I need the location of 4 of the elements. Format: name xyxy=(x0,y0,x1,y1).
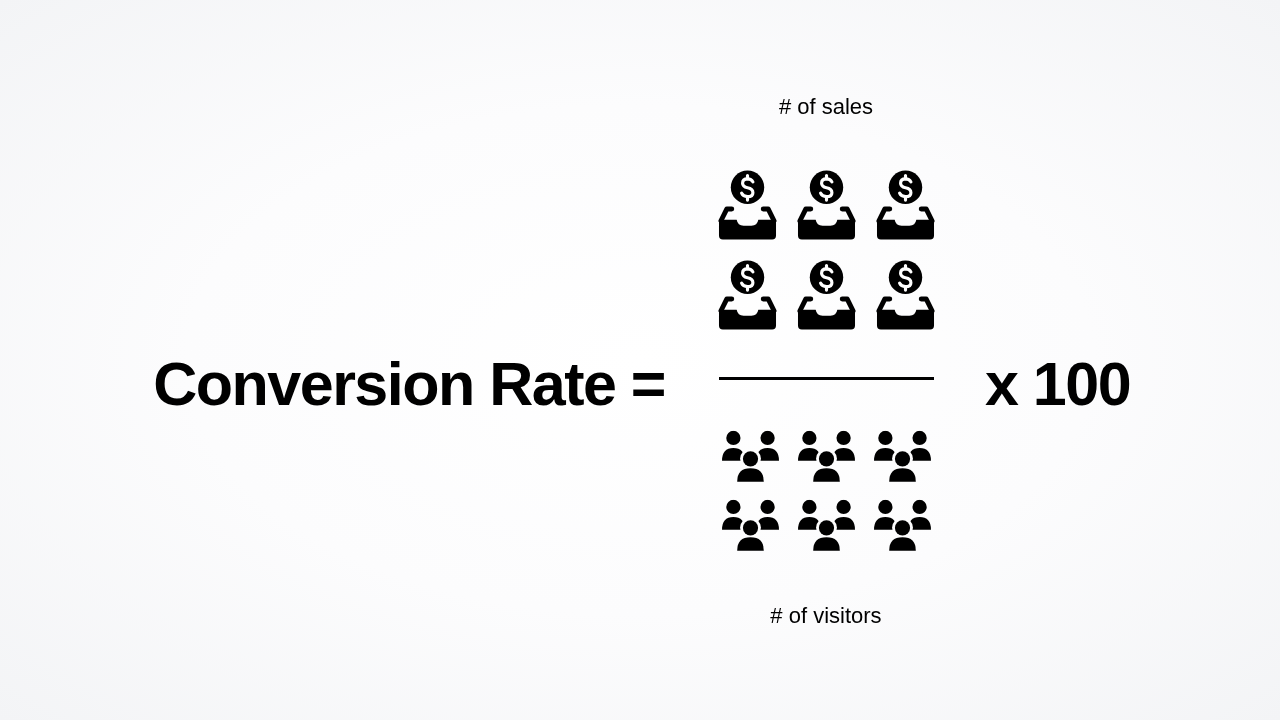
formula-heading: Conversion Rate = xyxy=(153,354,665,415)
multiplier-text: x 100 xyxy=(985,354,1131,415)
numerator-label: # of sales xyxy=(778,96,874,118)
denominator-label: # of visitors xyxy=(770,605,882,627)
